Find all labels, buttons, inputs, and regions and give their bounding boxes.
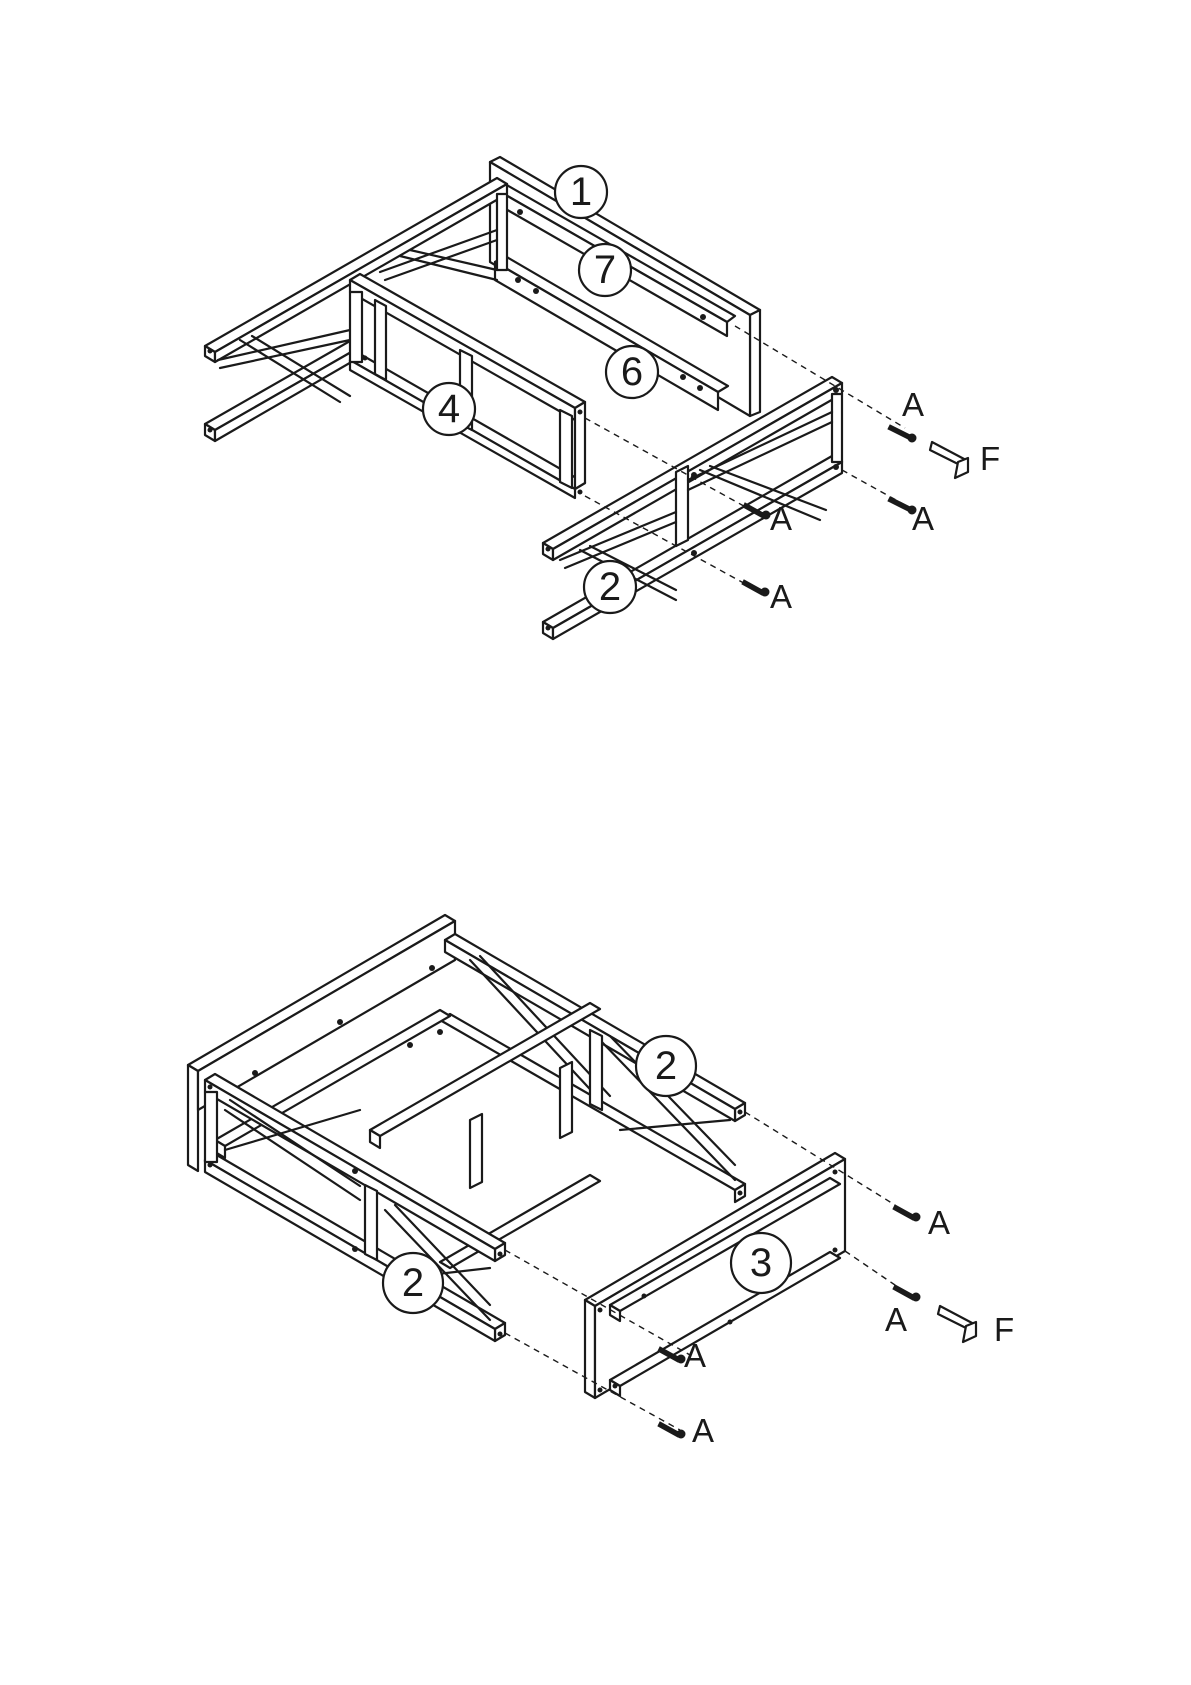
callout-7: 7 — [579, 244, 631, 296]
hex-key-icon — [938, 1306, 976, 1342]
hardware-label-a: A — [912, 500, 934, 537]
hardware-label-a: A — [928, 1204, 950, 1241]
hardware-label-a: A — [770, 578, 792, 615]
callout-2-lower: 2 — [383, 1253, 443, 1313]
svg-text:2: 2 — [402, 1261, 424, 1305]
svg-text:3: 3 — [750, 1241, 772, 1285]
svg-text:2: 2 — [655, 1044, 677, 1088]
svg-text:1: 1 — [570, 170, 592, 214]
callout-1: 1 — [555, 166, 607, 218]
screw-icon — [893, 1285, 920, 1301]
part-3-side-panel — [585, 1153, 845, 1398]
hardware-label-a: A — [770, 500, 792, 537]
screw-icon — [742, 580, 769, 596]
part-2-front-side-frame — [205, 1074, 505, 1341]
callout-2: 2 — [584, 561, 636, 613]
tool-label-f: F — [980, 440, 1000, 477]
tool-label-f: F — [994, 1311, 1014, 1348]
callout-4: 4 — [423, 383, 475, 435]
callout-2-upper: 2 — [636, 1036, 696, 1096]
hardware-label-a: A — [885, 1301, 907, 1338]
step-1-diagram: 1 7 6 4 2 A A A A F — [205, 157, 1000, 639]
screw-icon — [888, 425, 916, 442]
screw-icon — [893, 1205, 920, 1221]
svg-text:2: 2 — [599, 565, 621, 609]
screw-icon — [658, 1422, 685, 1438]
hardware-label-a: A — [902, 386, 924, 423]
step-2-diagram: 2 3 2 A A A A F — [188, 915, 1014, 1449]
svg-text:4: 4 — [438, 387, 460, 431]
hardware-label-a: A — [692, 1412, 714, 1449]
svg-text:7: 7 — [594, 248, 616, 292]
hardware-label-a: A — [684, 1337, 706, 1374]
svg-text:6: 6 — [621, 350, 643, 394]
callout-6: 6 — [606, 346, 658, 398]
callout-3: 3 — [731, 1233, 791, 1293]
hex-key-icon — [930, 442, 968, 478]
